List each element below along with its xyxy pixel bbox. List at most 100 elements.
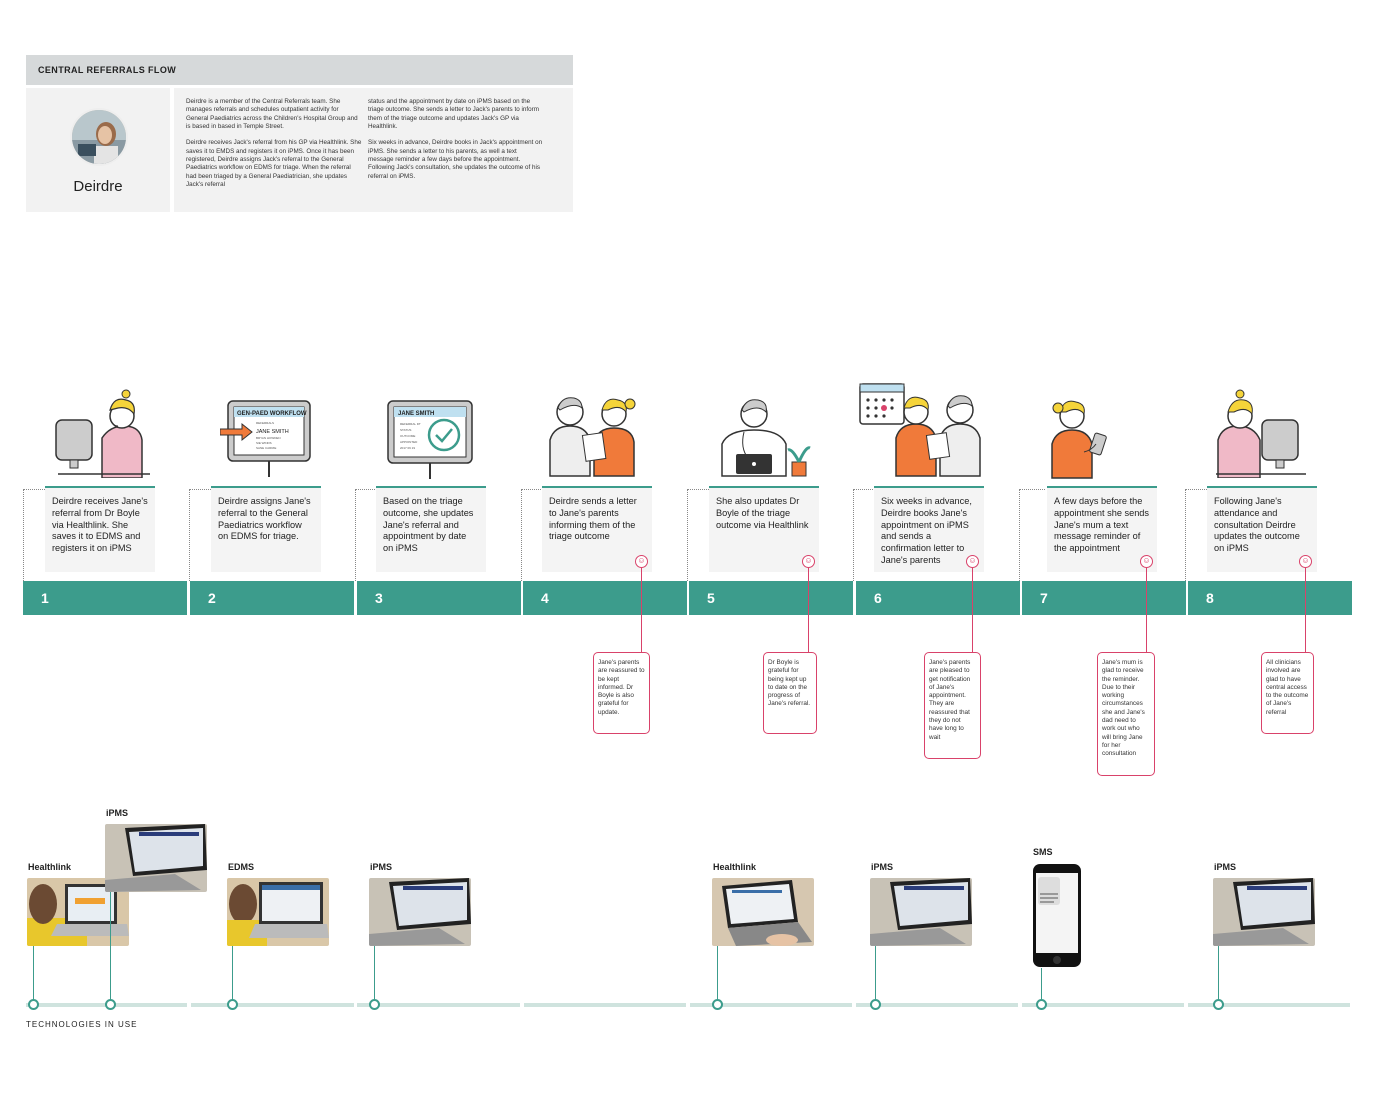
step-number-7: 7 <box>1022 581 1186 615</box>
step-number-8: 8 <box>1188 581 1352 615</box>
laptop-photo-icon <box>712 878 814 946</box>
timeline-node <box>712 999 723 1010</box>
step-number-2: 2 <box>190 581 354 615</box>
persona-name: Deirdre <box>73 178 123 195</box>
laptop-photo-icon <box>1213 878 1315 946</box>
step-card-1: Deirdre receives Jane's referral from Dr… <box>45 486 155 572</box>
emotion-note-6: Jane's parents are pleased to get notifi… <box>924 652 981 759</box>
timeline-node <box>870 999 881 1010</box>
timeline-node <box>28 999 39 1010</box>
step-card-5: She also updates Dr Boyle of the triage … <box>709 486 819 572</box>
emotion-connector <box>972 568 973 652</box>
smile-icon: ☺ <box>635 555 648 568</box>
timeline-node <box>1036 999 1047 1010</box>
workflow-screen-title: GEN-PAED WORKFLOW <box>237 411 307 417</box>
workflow-screen-icon: GEN-PAED WORKFLOW REFERRALS JANE SMITH B… <box>219 393 320 483</box>
person-at-computer-icon <box>52 388 152 479</box>
smile-icon: ☺ <box>1299 555 1312 568</box>
bio-column-2: status and the appointment by date on iP… <box>368 98 543 180</box>
checkmark-screen-line: STATUS <box>400 428 411 432</box>
tech-timeline-bar <box>1188 1003 1350 1007</box>
tech-timeline-bar <box>357 1003 520 1007</box>
workflow-screen-name: JANE SMITH <box>256 429 289 435</box>
checkmark-screen-name: JANE SMITH <box>398 411 434 417</box>
emotion-note-5: Dr Boyle is grateful for being kept up t… <box>763 652 817 734</box>
step-connector <box>355 489 381 581</box>
emotion-connector <box>641 568 642 652</box>
bio-column-1: Deirdre is a member of the Central Refer… <box>186 98 362 188</box>
tech-timeline-bar <box>856 1003 1018 1007</box>
step-card-4: Deirdre sends a letter to Jane's parents… <box>542 486 652 572</box>
tech-connector <box>875 946 876 1000</box>
timeline-node <box>105 999 116 1010</box>
tech-label: Healthlink <box>28 862 72 872</box>
tech-label: iPMS <box>106 808 129 818</box>
tech-timeline-bar <box>690 1003 852 1007</box>
tech-connector <box>33 946 34 1000</box>
workflow-screen-line: SIE WINDS <box>256 441 272 445</box>
step-connector <box>853 489 879 581</box>
doctor-at-laptop-icon <box>718 392 818 482</box>
emotion-connector <box>808 568 809 652</box>
step-card-6: Six weeks in advance, Deirdre books Jane… <box>874 486 984 572</box>
tech-connector <box>110 892 111 1000</box>
step-connector <box>23 489 49 581</box>
tech-timeline-bar <box>1022 1003 1184 1007</box>
tech-connector <box>717 946 718 1000</box>
calendar-parents-icon <box>858 380 988 480</box>
timeline-node <box>369 999 380 1010</box>
emotion-connector <box>1146 568 1147 652</box>
tech-label: EDMS <box>228 862 255 872</box>
step-card-7: A few days before the appointment she se… <box>1047 486 1157 572</box>
step-card-2: Deirdre assigns Jane's referral to the G… <box>211 486 321 572</box>
workflow-screen-line: REFERRALS <box>256 421 274 425</box>
parents-with-letter-icon <box>548 388 648 478</box>
tech-label: iPMS <box>871 862 894 872</box>
persona-avatar <box>70 108 128 166</box>
laptop-photo-icon <box>227 878 329 946</box>
person-at-computer-icon <box>1214 388 1314 479</box>
step-number-4: 4 <box>523 581 687 615</box>
tech-label: iPMS <box>1214 862 1237 872</box>
emotion-connector <box>1305 568 1306 652</box>
checkmark-screen-icon: JANE SMITH REFERRAL DT STATUS OUTCOME AP… <box>384 395 484 485</box>
technologies-title: TECHNOLOGIES IN USE <box>26 1020 138 1029</box>
step-card-8: Following Jane's attendance and consulta… <box>1207 486 1317 572</box>
step-number-5: 5 <box>689 581 853 615</box>
timeline-node <box>227 999 238 1010</box>
tech-label: iPMS <box>370 862 393 872</box>
emotion-note-8: All clinicians involved are glad to have… <box>1261 652 1314 734</box>
tech-timeline-bar <box>191 1003 354 1007</box>
laptop-photo-icon <box>105 824 207 892</box>
tech-label: Healthlink <box>713 862 757 872</box>
smartphone-icon <box>1032 863 1082 968</box>
step-number-1: 1 <box>23 581 187 615</box>
emotion-note-4: Jane's parents are reassured to be kept … <box>593 652 650 734</box>
step-card-3: Based on the triage outcome, she updates… <box>376 486 486 572</box>
step-connector <box>521 489 547 581</box>
checkmark-screen-line: REFERRAL DT <box>400 422 421 426</box>
bio-panel <box>174 88 573 212</box>
emotion-note-7: Jane's mum is glad to receive the remind… <box>1097 652 1155 776</box>
step-connector <box>687 489 713 581</box>
smile-icon: ☺ <box>1140 555 1153 568</box>
mum-with-phone-icon <box>1046 390 1146 480</box>
smile-icon: ☺ <box>966 555 979 568</box>
checkmark-screen-line: OUTCOME <box>400 434 415 438</box>
checkmark-screen-line: APPOINTED <box>400 440 418 444</box>
workflow-screen-line: BRYAN HOWDEN <box>256 436 281 440</box>
step-connector <box>1185 489 1211 581</box>
step-connector <box>189 489 215 581</box>
workflow-screen-line: SANE CARRIE <box>256 446 276 450</box>
laptop-photo-icon <box>369 878 471 946</box>
step-number-6: 6 <box>856 581 1020 615</box>
tech-label: SMS <box>1033 847 1053 857</box>
tech-timeline-bar <box>524 1003 686 1007</box>
smile-icon: ☺ <box>802 555 815 568</box>
laptop-photo-icon <box>870 878 972 946</box>
tech-connector <box>1218 946 1219 1000</box>
step-connector <box>1019 489 1045 581</box>
checkmark-screen-line: 2017 09 19 <box>400 446 415 450</box>
tech-connector <box>374 946 375 1000</box>
tech-connector <box>1041 968 1042 1000</box>
